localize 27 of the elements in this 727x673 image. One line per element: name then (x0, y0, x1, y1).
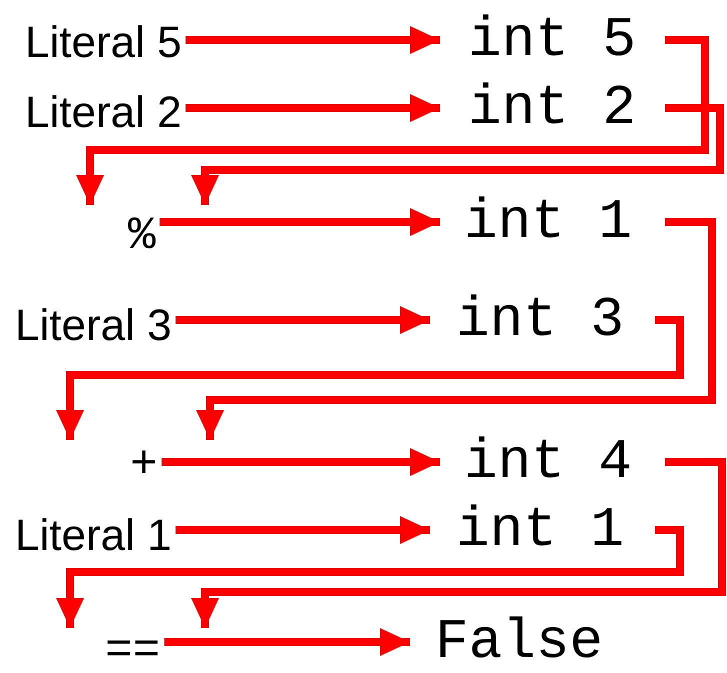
arrow (176, 516, 430, 544)
arrow (162, 448, 440, 476)
value-label: int 5 (468, 12, 636, 68)
arrow (56, 526, 684, 628)
arrow (56, 316, 684, 440)
operator-label: + (130, 442, 158, 488)
operator-label: == (105, 628, 160, 673)
literal-label: Literal 2 (25, 91, 182, 135)
arrow (164, 628, 410, 656)
literal-label: Literal 1 (15, 514, 172, 558)
arrow (176, 306, 430, 334)
literal-label: Literal 5 (25, 21, 182, 65)
operator-label: % (128, 213, 156, 259)
value-label: int 1 (456, 502, 624, 558)
arrow (186, 94, 440, 122)
arrow (191, 104, 724, 205)
arrow (76, 36, 709, 205)
literal-label: Literal 3 (15, 304, 172, 348)
arrow (186, 26, 440, 54)
value-label: int 1 (464, 194, 632, 250)
arrow (160, 208, 440, 236)
arrow (196, 218, 716, 440)
value-label: False (435, 614, 604, 670)
value-label: int 2 (468, 80, 636, 136)
value-label: int 3 (456, 292, 624, 348)
arrow (191, 458, 726, 628)
value-label: int 4 (464, 434, 632, 490)
